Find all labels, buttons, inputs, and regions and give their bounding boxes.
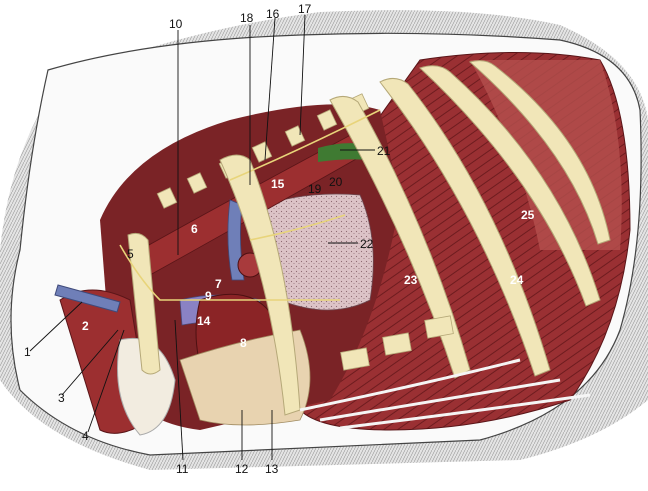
label-20: 20: [329, 175, 343, 189]
label-17: 17: [298, 2, 312, 16]
tendon-streaks: [299, 358, 591, 430]
label-13: 13: [265, 462, 279, 476]
label-6: 6: [191, 222, 198, 236]
label-18: 18: [240, 11, 254, 25]
label-21: 21: [377, 144, 391, 158]
label-7: 7: [215, 277, 222, 291]
label-19: 19: [308, 182, 322, 196]
label-4: 4: [82, 429, 89, 443]
label-5: 5: [127, 247, 134, 261]
label-12: 12: [235, 462, 249, 476]
jugular-vein: [54, 284, 121, 313]
label-3: 3: [58, 391, 65, 405]
label-25: 25: [521, 208, 535, 222]
label-9: 9: [205, 289, 212, 303]
label-15: 15: [271, 177, 285, 191]
ribs: [127, 60, 611, 416]
label-23: 23: [404, 273, 418, 287]
label-22: 22: [360, 237, 374, 251]
label-10: 10: [169, 17, 183, 31]
label-1: 1: [24, 345, 31, 359]
label-2: 2: [82, 319, 89, 333]
label-11: 11: [176, 462, 189, 476]
label-24: 24: [510, 273, 524, 287]
number-labels: 1 2 3 4 5 6 7 8 9 10 11 12 13 14 15 16 1…: [24, 2, 535, 476]
label-8: 8: [240, 336, 247, 350]
label-16: 16: [266, 7, 280, 21]
leader-lines: [29, 14, 375, 461]
costal-cartilages: [340, 315, 454, 371]
nerves: [119, 109, 381, 301]
label-14: 14: [197, 314, 211, 328]
